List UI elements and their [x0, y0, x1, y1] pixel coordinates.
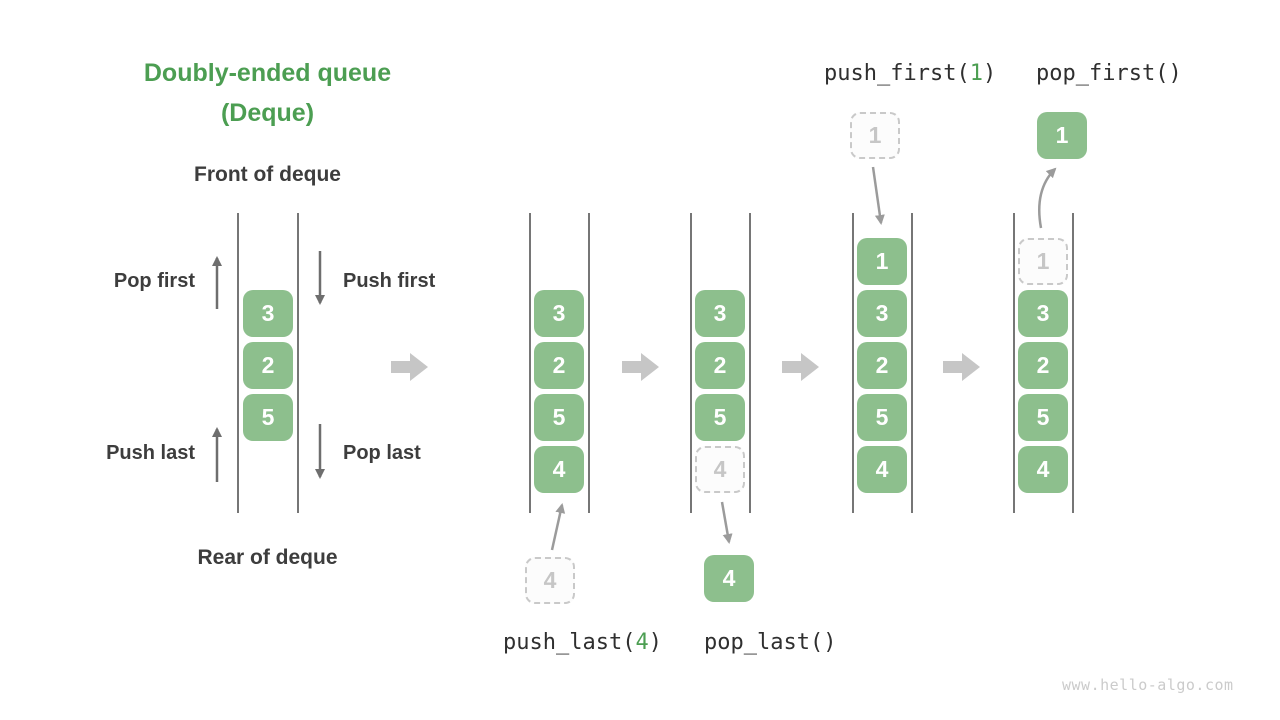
queue1-right-wall	[297, 213, 299, 513]
queue2-cell: 3	[534, 290, 584, 337]
push-first-code-label: push_first(1)	[824, 61, 996, 86]
queue3-cell: 2	[695, 342, 745, 389]
queue5-cell: 4	[1018, 446, 1068, 493]
push-last-new-element: 4	[525, 557, 575, 604]
push-first-code-prefix: push_first(	[824, 61, 970, 86]
queue4-right-wall	[911, 213, 913, 513]
queue4-cell: 2	[857, 342, 907, 389]
pop-first-removed-element: 1	[1037, 112, 1087, 159]
queue4-left-wall	[852, 213, 854, 513]
rear-of-deque-label: Rear of deque	[197, 546, 338, 569]
queue3-cell: 5	[695, 394, 745, 441]
push-last-code-label: push_last(4)	[503, 630, 662, 655]
pop-first-code-label: pop_first()	[1036, 61, 1182, 86]
queue5-cell-removed-ghost: 1	[1018, 238, 1068, 285]
diagram-title-line2: (Deque)	[220, 99, 315, 127]
queue1-cell: 3	[243, 290, 293, 337]
queue3-cell-removed-ghost: 4	[695, 446, 745, 493]
push-last-code-suffix: )	[648, 630, 662, 655]
push-first-label: Push first	[343, 270, 436, 292]
queue2-cell: 2	[534, 342, 584, 389]
queue2-cell: 5	[534, 394, 584, 441]
push-first-arrow-down-icon	[315, 251, 325, 305]
queue1-cell: 2	[243, 342, 293, 389]
queue1-left-wall	[237, 213, 239, 513]
queue5-cell: 5	[1018, 394, 1068, 441]
queue2-right-wall	[588, 213, 590, 513]
queue4-cell: 5	[857, 394, 907, 441]
watermark: www.hello-algo.com	[1062, 676, 1234, 694]
push-last-label: Push last	[106, 442, 195, 464]
queue5-cell: 3	[1018, 290, 1068, 337]
pop-first-label: Pop first	[113, 270, 195, 292]
queue1-cell: 5	[243, 394, 293, 441]
push-first-code-arg: 1	[969, 61, 983, 86]
flow-arrow-right-icon	[391, 353, 428, 381]
queue5-cell: 2	[1018, 342, 1068, 389]
push-first-code-suffix: )	[982, 61, 997, 86]
queue2-left-wall	[529, 213, 531, 513]
push-first-new-element: 1	[850, 112, 900, 159]
push-last-code-prefix: push_last(	[503, 630, 636, 655]
push-first-insert-arrow-icon	[871, 166, 885, 225]
queue5-right-wall	[1072, 213, 1074, 513]
flow-arrow-right-icon	[782, 353, 819, 381]
pop-last-code-label: pop_last()	[704, 630, 837, 655]
queue2-cell: 4	[534, 446, 584, 493]
queue4-cell: 4	[857, 446, 907, 493]
queue3-left-wall	[690, 213, 692, 513]
flow-arrow-right-icon	[943, 353, 980, 381]
pop-first-remove-arrow-icon	[1038, 167, 1057, 229]
push-last-code-arg: 4	[635, 630, 649, 655]
flow-arrow-right-icon	[622, 353, 659, 381]
pop-last-label: Pop last	[343, 442, 421, 464]
pop-first-arrow-up-icon	[212, 256, 222, 309]
pop-last-arrow-down-icon	[315, 424, 325, 479]
queue3-right-wall	[749, 213, 751, 513]
front-of-deque-label: Front of deque	[194, 163, 341, 186]
push-last-insert-arrow-icon	[550, 503, 566, 551]
pop-last-remove-arrow-icon	[720, 501, 733, 544]
queue4-cell: 3	[857, 290, 907, 337]
diagram-title-line1: Doubly-ended queue	[143, 59, 392, 87]
queue4-cell: 1	[857, 238, 907, 285]
queue3-cell: 3	[695, 290, 745, 337]
pop-last-removed-element: 4	[704, 555, 754, 602]
push-last-arrow-up-icon	[212, 427, 222, 482]
queue5-left-wall	[1013, 213, 1015, 513]
